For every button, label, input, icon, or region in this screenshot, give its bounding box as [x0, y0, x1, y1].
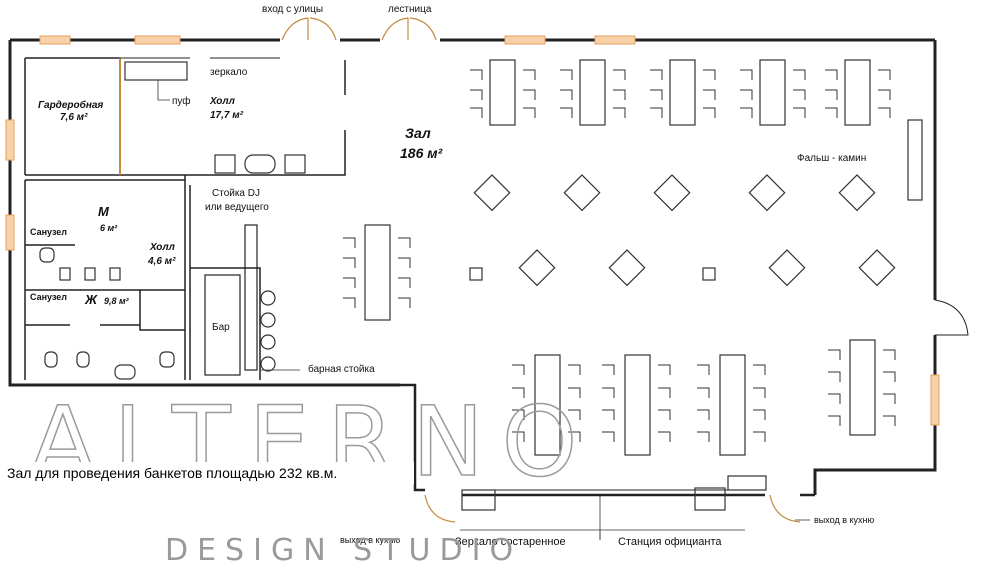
long-table-top [489, 59, 871, 126]
chairs-top [470, 69, 891, 118]
plan-caption: Зал для проведения банкетов площадью 232… [7, 465, 337, 481]
label-bar: Бар [212, 322, 230, 333]
label-stairs: лестница [388, 4, 432, 15]
room-wc-2: Санузел [30, 292, 67, 302]
long-table-left [364, 224, 391, 321]
room-small-hall-name: Холл [149, 242, 176, 253]
leader-lines [157, 80, 810, 540]
room-w-name: Ж [84, 292, 98, 307]
label-kitchen-exit-right: выход в кухню [814, 515, 874, 525]
label-pouf: пуф [172, 95, 191, 107]
windows [5, 35, 940, 426]
label-false-fireplace: Фальш - камин [797, 153, 866, 164]
label-aged-mirror: Зеркало состаренное [455, 536, 566, 548]
fireplace [907, 119, 923, 201]
label-bar-counter: барная стойка [308, 363, 375, 375]
entrance-doors [281, 17, 801, 523]
room-m-name: М [98, 204, 110, 219]
furniture [39, 59, 923, 511]
label-mirror: зеркало [210, 67, 248, 78]
caption-box [4, 462, 414, 484]
room-small-hall-area: 4,6 м² [147, 256, 176, 267]
room-wardrobe-area: 7,6 м² [60, 112, 88, 123]
room-m-area: 6 м² [100, 223, 118, 233]
room-hall-area: 186 м² [400, 145, 443, 161]
long-table-bottom [534, 339, 876, 456]
room-wc-1: Санузел [30, 227, 67, 237]
room-wardrobe-name: Гардеробная [38, 99, 103, 111]
room-foyer-area: 17,7 м² [210, 110, 244, 121]
label-waiter-station: Станция официанта [618, 536, 722, 548]
room-foyer-name: Холл [209, 96, 236, 107]
label-street-entrance: вход с улицы [262, 4, 323, 15]
label-dj-stand-2: или ведущего [205, 202, 269, 213]
watermark-studio: DESIGN STUDIO [165, 533, 522, 568]
room-hall-name: Зал [405, 125, 431, 141]
label-kitchen-exit-left: выход в кухню [340, 535, 400, 545]
room-w-area: 9,8 м² [104, 296, 130, 306]
square-tables [469, 174, 896, 287]
label-dj-stand: Стойка DJ [212, 188, 260, 199]
